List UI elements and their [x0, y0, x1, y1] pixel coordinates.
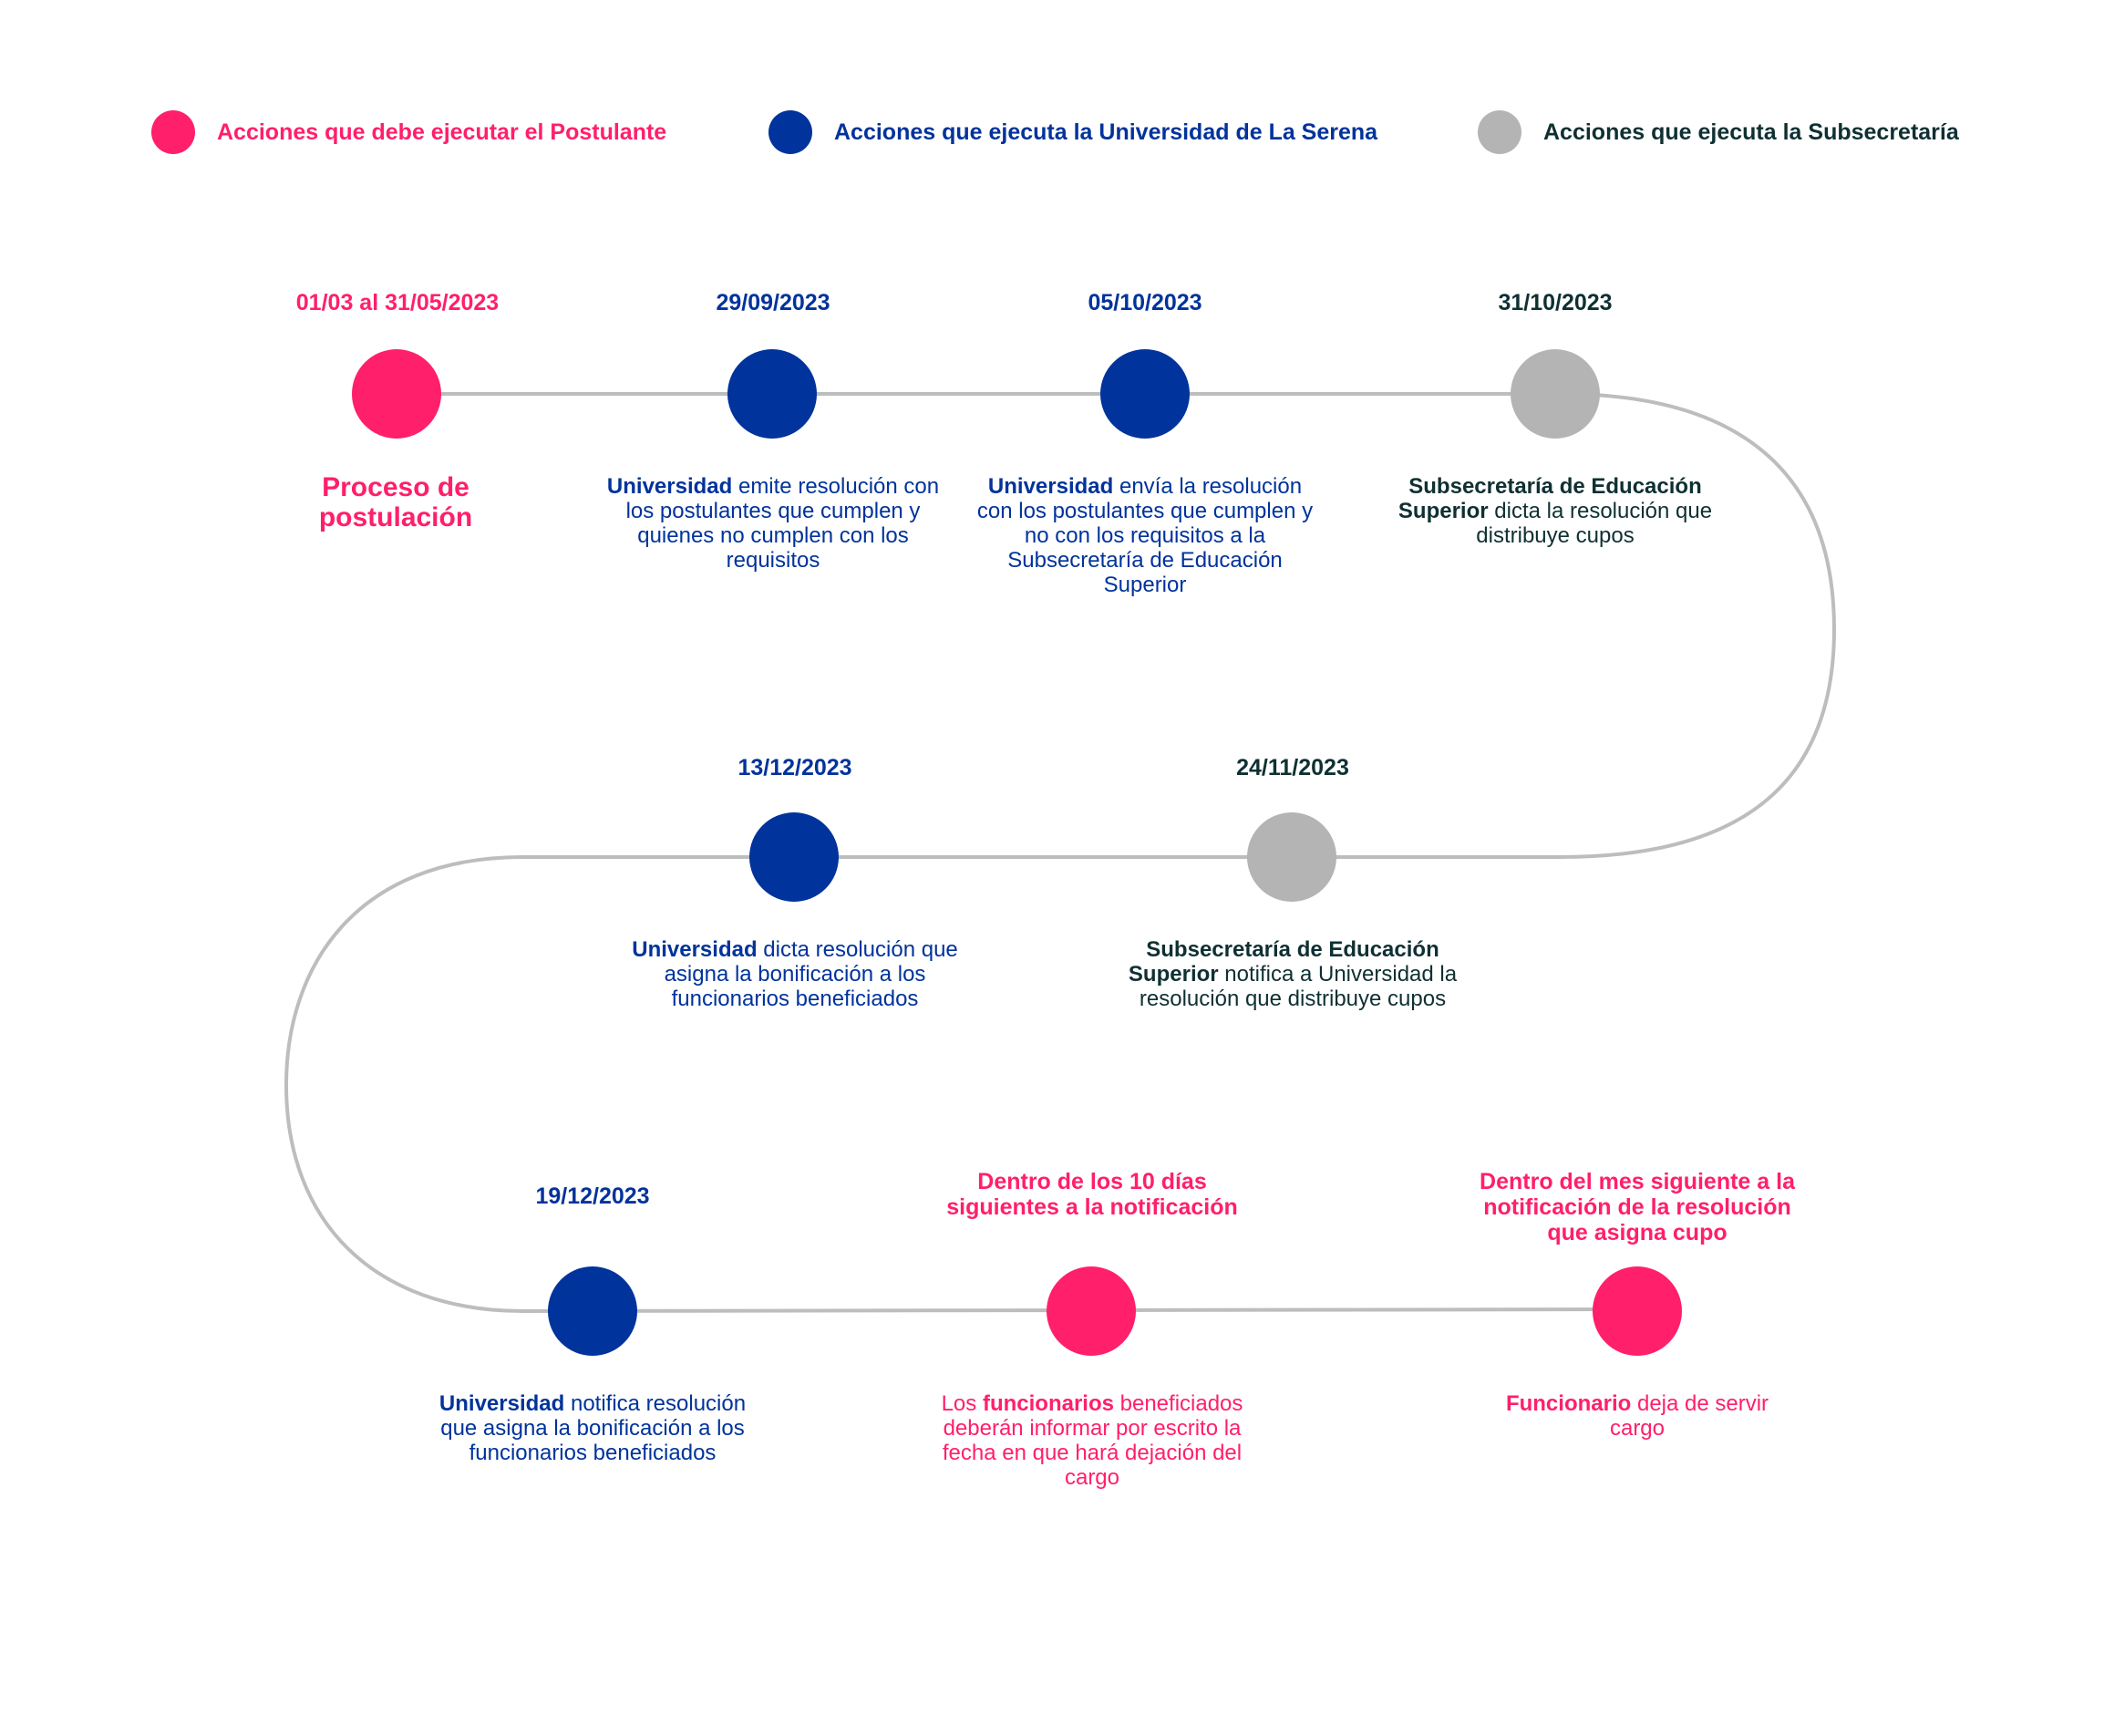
- step-2-description: Universidad emite resolución con los pos…: [604, 474, 942, 573]
- legend-label-subsecretaria: Acciones que ejecuta la Subsecretaría: [1543, 119, 1959, 145]
- step-9-text: deja de servir cargo: [1609, 1391, 1769, 1441]
- step-2-date: 29/09/2023: [716, 290, 830, 315]
- legend-item-universidad: Acciones que ejecuta la Universidad de L…: [768, 110, 1377, 154]
- legend-dot-subsecretaria: [1478, 110, 1521, 154]
- step-8-text: beneficiados deberán informar por escrit…: [942, 1391, 1243, 1490]
- step-5-description: Subsecretaría de Educación Superior noti…: [1128, 937, 1458, 1011]
- legend-dot-universidad: [768, 110, 812, 154]
- step-5-date: 24/11/2023: [1236, 755, 1349, 780]
- step-1-node: [352, 349, 441, 439]
- step-6-bold: Universidad: [632, 937, 758, 962]
- step-7-node: [548, 1266, 637, 1356]
- step-7-date: 19/12/2023: [535, 1183, 650, 1209]
- step-9-date: Dentro del mes siguiente a la notificaci…: [1480, 1169, 1795, 1245]
- step-7-bold: Universidad: [438, 1391, 565, 1416]
- step-5-node: [1247, 812, 1336, 902]
- step-8-date: Dentro de los 10 días siguientes a la no…: [946, 1169, 1238, 1220]
- step-5-bold: Subsecretaría de Educación Superior: [1128, 937, 1439, 987]
- step-8-node: [1047, 1266, 1136, 1356]
- legend-item-subsecretaria: Acciones que ejecuta la Subsecretaría: [1478, 110, 1959, 154]
- step-4-bold: Subsecretaría de Educación Superior: [1398, 474, 1702, 523]
- step-7-description: Universidad notifica resolución que asig…: [424, 1391, 761, 1465]
- step-3-node: [1100, 349, 1190, 439]
- step-3-bold: Universidad: [987, 474, 1114, 499]
- step-8-pre: Los: [941, 1391, 983, 1416]
- step-9-bold: Funcionario: [1505, 1391, 1632, 1416]
- step-3-text: envía la resolución con los postulantes …: [976, 474, 1314, 597]
- step-9-node: [1593, 1266, 1682, 1356]
- step-8-bold: funcionarios: [982, 1391, 1114, 1416]
- step-2-node: [727, 349, 817, 439]
- step-2-text: emite resolución con los postulantes que…: [625, 474, 940, 573]
- step-4-text: dicta la resolución que distribuye cupos: [1476, 499, 1713, 548]
- step-3-description: Universidad envía la resolución con los …: [976, 474, 1314, 597]
- step-4-date: 31/10/2023: [1498, 290, 1613, 315]
- step-1-date: 01/03 al 31/05/2023: [295, 290, 500, 315]
- step-1-bold: Proceso de postulación: [318, 472, 473, 532]
- step-5-text: notifica a Universidad la resolución que…: [1139, 962, 1458, 1011]
- step-6-description: Universidad dicta resolución que asigna …: [630, 937, 960, 1011]
- step-2-bold: Universidad: [606, 474, 733, 499]
- step-3-date: 05/10/2023: [1088, 290, 1202, 315]
- step-9-description: Funcionario deja de servir cargo: [1487, 1391, 1788, 1441]
- step-6-date: 13/12/2023: [737, 755, 852, 780]
- step-4-description: Subsecretaría de Educación Superior dict…: [1390, 474, 1720, 548]
- step-1-description: Proceso de postulación: [304, 472, 487, 532]
- step-8-description: Los funcionarios beneficiados deberán in…: [923, 1391, 1261, 1490]
- legend-label-postulante: Acciones que debe ejecutar el Postulante: [217, 119, 667, 145]
- timeline-connector: [284, 392, 1837, 1314]
- legend-label-universidad: Acciones que ejecuta la Universidad de L…: [834, 119, 1378, 145]
- step-6-node: [749, 812, 839, 902]
- step-7-text: notifica resolución que asigna la bonifi…: [440, 1391, 747, 1465]
- step-4-node: [1511, 349, 1600, 439]
- legend-item-postulante: Acciones que debe ejecutar el Postulante: [151, 110, 666, 154]
- step-6-text: dicta resolución que asigna la bonificac…: [664, 937, 958, 1011]
- legend-dot-postulante: [151, 110, 195, 154]
